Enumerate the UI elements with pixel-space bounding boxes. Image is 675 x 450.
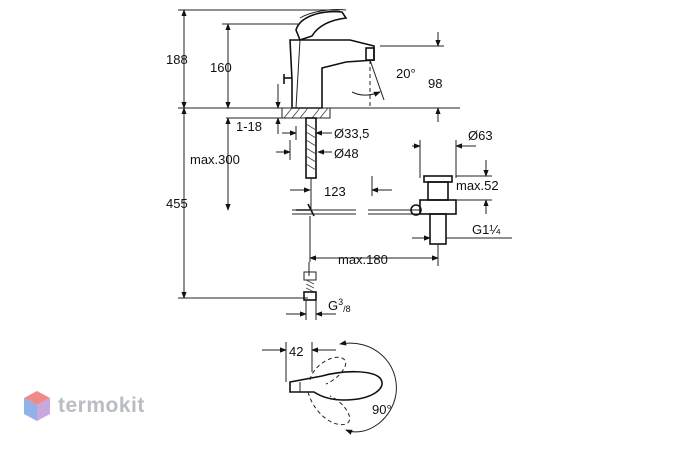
faucet-side-view [277,9,385,109]
dim-123-label: 123 [324,184,346,199]
dim-455-label: 455 [166,196,188,211]
dim-98-label: 98 [428,76,442,91]
hose-end [303,262,317,320]
dimension-123: 123 [290,176,392,199]
dim-max180-label: max.180 [338,252,388,267]
dimension-98: 98 [380,32,444,122]
dimension-d48: Ø48 [276,140,359,161]
angle-20-label: 20° [396,66,416,81]
angle-90: 90° [339,340,397,435]
dim-g3-8-label: G3/8 [328,297,351,314]
dimension-d63: Ø63 [412,128,493,149]
dimension-max180: max.180 [309,244,439,267]
dim-188-label: 188 [166,52,188,67]
angle-20: 20° [351,66,416,97]
dim-max52-label: max.52 [456,178,499,193]
dimension-160: 160 [210,23,300,109]
dim-g3-8-base: G [328,298,338,313]
dim-g1-1-4-label: G1¼ [472,222,500,237]
dim-1-18-label: 1-18 [236,119,262,134]
waste-fitting [410,140,457,245]
dimension-188: 188 [166,9,340,109]
dimension-42: 42 [262,342,336,382]
dimension-d33-5: Ø33,5 [282,126,369,141]
dim-d33-5-label: Ø33,5 [334,126,369,141]
dimension-g1-1-4: G1¼ [412,222,512,241]
dimension-g3-8: G3/8 [286,297,351,317]
faucet-top-view [289,356,383,426]
dimension-1-18: 1-18 [226,96,296,134]
supply-hose [292,178,420,262]
termokit-logo: termokit [22,388,145,424]
dimension-max52: max.52 [456,160,499,214]
dim-42-label: 42 [289,344,303,359]
dim-max300-label: max.300 [190,152,240,167]
dimension-455: 455 [166,107,308,299]
cube-icon [24,391,50,421]
dim-d48-label: Ø48 [334,146,359,161]
dim-d63-label: Ø63 [468,128,493,143]
logo-text: termokit [58,394,145,417]
dimension-max300: max.300 [190,117,240,211]
dim-g3-8-num: 3 [338,297,343,307]
dim-160-label: 160 [210,60,232,75]
dim-g3-8-den: /8 [343,304,351,314]
angle-90-label: 90° [372,402,392,417]
